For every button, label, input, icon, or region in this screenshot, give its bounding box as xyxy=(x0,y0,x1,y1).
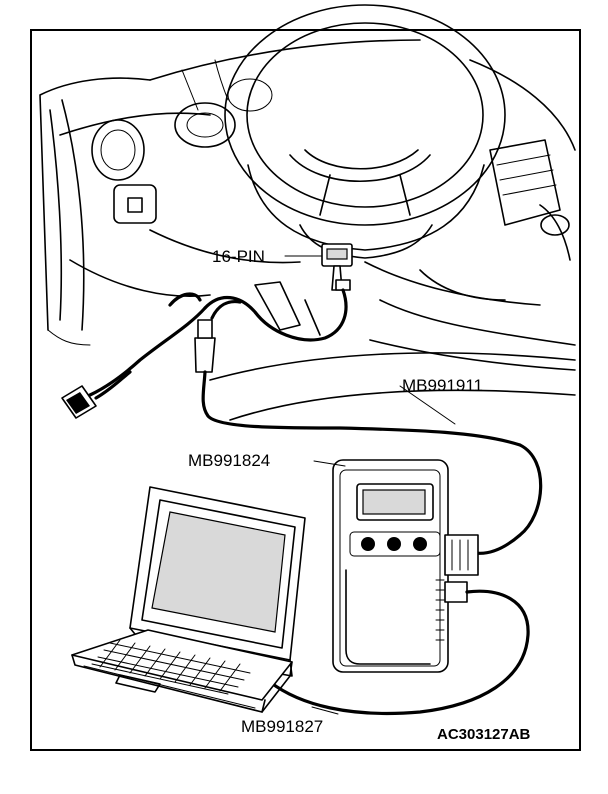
figure-code: AC303127AB xyxy=(437,726,531,743)
connector-label: 16-PIN xyxy=(212,247,265,266)
16-pin-connector xyxy=(321,243,353,291)
diagnostic-harness xyxy=(61,288,522,447)
usb-leader xyxy=(311,706,339,715)
harness-leader xyxy=(399,385,456,425)
usb-cable xyxy=(268,589,530,716)
harness-label: MB991911 xyxy=(402,376,483,395)
vci-unit xyxy=(332,459,479,673)
dashboard-illustration xyxy=(39,4,576,421)
harness-left-plug xyxy=(61,385,97,419)
laptop-illustration xyxy=(71,486,306,713)
vci-label: MB991824 xyxy=(188,451,270,470)
harness-to-vci-cable xyxy=(473,443,543,555)
vci-leader xyxy=(313,460,346,467)
figure-frame xyxy=(30,29,581,751)
usb-cable-label: MB991827 xyxy=(241,717,323,736)
